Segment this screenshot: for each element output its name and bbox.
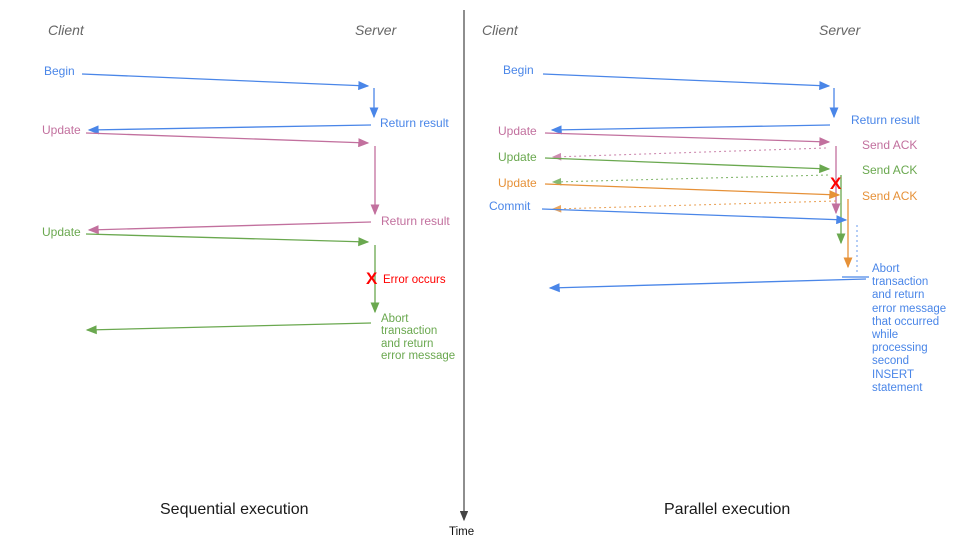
left-abort-note: Abort transaction and return error messa… bbox=[381, 313, 455, 363]
right-abort-line: that occurred bbox=[872, 315, 940, 328]
right-server-label: Server bbox=[819, 22, 861, 38]
right-update1-request-arrow bbox=[544, 132, 831, 147]
right-commit-label: Commit bbox=[489, 199, 531, 213]
left-abort-line: and return bbox=[381, 337, 434, 350]
left-server-label: Server bbox=[355, 22, 397, 38]
right-abort-line: INSERT bbox=[872, 368, 914, 381]
right-update1-label: Update bbox=[498, 124, 537, 138]
right-client-label: Client bbox=[482, 22, 518, 38]
left-update2-request-arrow bbox=[85, 233, 370, 247]
right-abort-note: Abort transaction and return error messa… bbox=[872, 263, 946, 395]
right-abort-line: transaction bbox=[872, 276, 929, 289]
right-update3-label: Update bbox=[498, 176, 537, 190]
time-axis-label: Time bbox=[449, 526, 475, 538]
right-commit-request-arrow bbox=[541, 208, 848, 225]
right-send-ack1-label: Send ACK bbox=[862, 138, 918, 152]
right-abort-line: error message bbox=[872, 302, 947, 315]
left-return-result-label-1: Return result bbox=[380, 116, 449, 130]
right-return-result-arrow bbox=[550, 124, 831, 135]
left-abort-line: Abort bbox=[381, 313, 409, 325]
right-ack1-dotted-arrow bbox=[551, 147, 827, 161]
right-abort-line: and return bbox=[872, 289, 925, 302]
left-error-occurs-label: Error occurs bbox=[383, 274, 446, 286]
right-abort-line: Abort bbox=[872, 263, 900, 275]
left-update1-label: Update bbox=[42, 123, 81, 137]
left-error-x-icon: X bbox=[366, 269, 378, 288]
left-update2-label: Update bbox=[42, 225, 81, 239]
left-client-label: Client bbox=[48, 22, 84, 38]
left-abort-line: transaction bbox=[381, 325, 438, 338]
left-begin-request-arrow bbox=[81, 73, 370, 91]
left-return-result-label-2: Return result bbox=[381, 214, 450, 228]
right-send-ack2-label: Send ACK bbox=[862, 163, 918, 177]
right-ack3-dotted-arrow bbox=[551, 200, 837, 213]
left-abort-line: error message bbox=[381, 350, 456, 363]
right-ack2-dotted-arrow bbox=[551, 174, 829, 186]
right-abort-line: while bbox=[872, 329, 899, 342]
left-abort-return-arrow bbox=[85, 322, 372, 335]
right-return-result-label: Return result bbox=[851, 113, 920, 127]
right-abort-line: second bbox=[872, 355, 910, 368]
left-return-result-arrow-2 bbox=[87, 221, 372, 235]
right-abort-return-arrow bbox=[548, 278, 867, 293]
right-abort-line: processing bbox=[872, 342, 928, 355]
right-update2-label: Update bbox=[498, 150, 537, 164]
right-error-x-icon: X bbox=[830, 174, 842, 193]
right-send-ack3-label: Send ACK bbox=[862, 189, 918, 203]
right-panel-title: Parallel execution bbox=[664, 501, 791, 518]
right-abort-line: statement bbox=[872, 381, 923, 394]
left-panel-title: Sequential execution bbox=[160, 501, 309, 518]
left-update1-request-arrow bbox=[85, 132, 370, 148]
right-begin-label: Begin bbox=[503, 63, 534, 77]
right-update3-request-arrow bbox=[544, 183, 841, 200]
right-update2-request-arrow bbox=[544, 157, 831, 174]
left-begin-label: Begin bbox=[44, 64, 75, 78]
right-begin-request-arrow bbox=[542, 73, 831, 91]
left-return-result-arrow-1 bbox=[87, 124, 372, 135]
